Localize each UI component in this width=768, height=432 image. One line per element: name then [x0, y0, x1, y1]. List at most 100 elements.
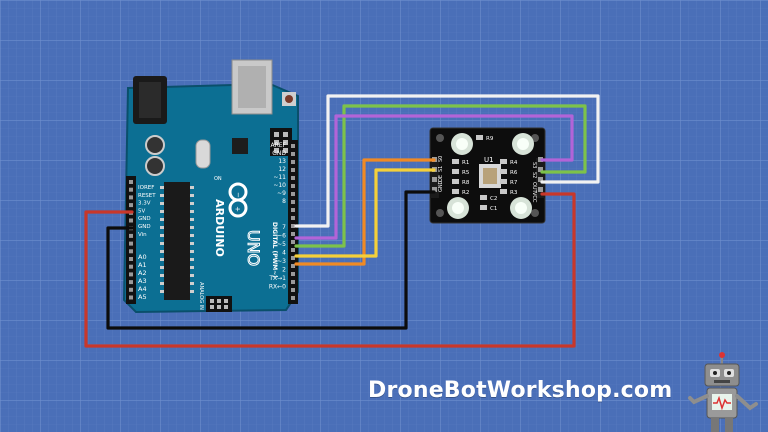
digital-label: DIGITAL (PWM~)	[271, 222, 278, 278]
sensor-mounting-hole	[436, 209, 444, 217]
smd-component	[452, 169, 459, 174]
header-pin	[129, 203, 133, 208]
header-pin	[291, 240, 295, 244]
icsp-header-bottom	[206, 296, 232, 312]
sensor-pin	[538, 177, 543, 182]
digital-pin-label: ~6	[277, 233, 286, 240]
chip-pin	[160, 186, 164, 189]
chip-pin	[190, 258, 194, 261]
digital-pin-label: ~10	[273, 182, 286, 189]
sensor-pin-label: S2	[531, 172, 537, 178]
chip-pin	[190, 202, 194, 205]
smd-component	[500, 169, 507, 174]
chip-label: U1	[484, 156, 494, 164]
crystal	[195, 139, 211, 169]
icsp-header	[270, 128, 292, 156]
component-label: C2	[490, 196, 497, 202]
chip-pin	[190, 218, 194, 221]
chip-pin	[160, 290, 164, 293]
power-pin-label: 3.3V	[138, 201, 151, 207]
chip-pin	[190, 186, 194, 189]
header-pin	[291, 280, 295, 284]
smd-component	[500, 189, 507, 194]
analog-label: ANALOG IN	[198, 282, 204, 310]
chip-pin	[160, 226, 164, 229]
sensor-pin-label: OUT	[531, 182, 537, 194]
digital-pin-label: 7	[282, 224, 286, 231]
header-pin	[129, 241, 133, 246]
power-analog-header	[126, 176, 136, 304]
wire-orange	[294, 158, 436, 266]
header-pin	[291, 232, 295, 236]
analog-pin-label: A3	[138, 277, 147, 285]
component-label: R5	[462, 170, 470, 176]
sensor-mounting-hole	[436, 134, 444, 142]
chip-pin	[160, 258, 164, 261]
header-pin	[129, 249, 133, 254]
power-pin-label: GND	[138, 224, 151, 230]
chip-pin	[190, 282, 194, 285]
smd-component	[500, 179, 507, 184]
header-pin	[129, 287, 133, 292]
header-pin	[291, 184, 295, 188]
analog-pin-label: A5	[138, 293, 147, 301]
analog-pin-label: A4	[138, 285, 147, 293]
chip-pin	[160, 242, 164, 245]
sensor-led	[512, 133, 534, 155]
chip-pin	[160, 218, 164, 221]
sensor-pin	[432, 187, 437, 192]
header-pin	[291, 224, 295, 228]
header-pin	[291, 264, 295, 268]
digital-pin-label: ~11	[273, 174, 286, 181]
header-pin	[291, 160, 295, 164]
header-pin	[129, 180, 133, 184]
sensor-led	[510, 197, 532, 219]
chip-pin	[160, 274, 164, 277]
sensor-led	[447, 197, 469, 219]
component-label: R4	[510, 160, 518, 166]
smd-component	[500, 159, 507, 164]
chip-pin	[190, 250, 194, 253]
chip-pin	[190, 274, 194, 277]
header-pin	[129, 272, 133, 277]
digital-pin-label: 13	[278, 158, 286, 165]
digital-header	[288, 140, 298, 304]
header-pin	[129, 264, 133, 269]
sensor-pin	[538, 187, 543, 192]
header-pin	[291, 200, 295, 204]
digital-pin-label: TX→1	[268, 275, 286, 282]
robot-mascot	[688, 352, 758, 432]
digital-pin-label: AREF	[270, 142, 286, 149]
sensor-pin	[432, 177, 437, 182]
smd-component	[452, 189, 459, 194]
wire-white	[294, 94, 600, 228]
analog-pin-label: A2	[138, 269, 147, 277]
capacitor	[145, 135, 165, 155]
analog-pin-label: A1	[138, 261, 147, 269]
header-pin	[129, 187, 133, 192]
digital-pin-label: RX←0	[269, 284, 286, 291]
digital-pin-label: ~3	[277, 258, 286, 265]
sensor-pin-label: VCC	[531, 192, 537, 203]
smd-component	[452, 179, 459, 184]
chip-pin	[190, 226, 194, 229]
header-pin	[291, 144, 295, 148]
component-label: R6	[510, 170, 518, 176]
power-pin-label: 5V	[138, 208, 145, 214]
header-pin	[291, 248, 295, 252]
header-pin	[129, 218, 133, 223]
wire-green	[294, 104, 587, 248]
chip-pin	[160, 194, 164, 197]
digital-pin-label: 2	[282, 267, 286, 274]
smd-component	[452, 159, 459, 164]
wire-red	[84, 192, 576, 348]
board-model-text: UNO	[244, 230, 263, 266]
chip-pin	[190, 290, 194, 293]
on-label: ON	[214, 176, 222, 182]
wire-purple	[294, 114, 574, 240]
arduino-logo: − +	[228, 182, 248, 218]
